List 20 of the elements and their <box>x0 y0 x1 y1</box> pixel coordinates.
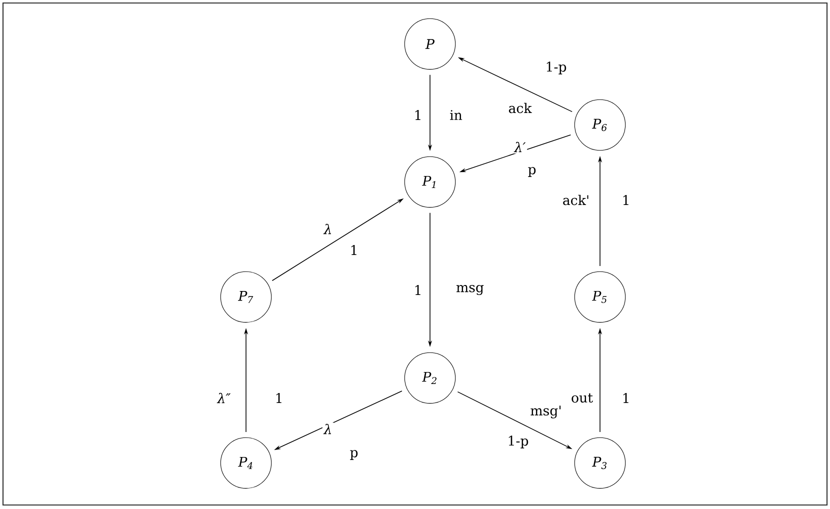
rate-label: 1 <box>348 244 360 256</box>
rate-label: p <box>348 448 360 462</box>
rate-label: 1 <box>620 392 632 404</box>
edge-label: msg' <box>528 404 564 420</box>
edge-label: out <box>570 392 594 404</box>
edge-label: λ′ <box>512 140 528 154</box>
rate-label: 1-p <box>506 434 530 450</box>
rate-label: 1 <box>273 392 285 404</box>
edge-label: msg <box>454 284 486 296</box>
rate-label: 1 <box>412 108 424 122</box>
edge-label: λ <box>322 222 334 236</box>
edge-label: ack <box>506 102 534 114</box>
edge-label: λ″ <box>216 392 232 404</box>
rate-label: 1 <box>412 284 424 296</box>
rate-label: p <box>526 166 538 178</box>
edge-label: λ <box>322 422 334 436</box>
rate-label: 1 <box>620 194 632 206</box>
rate-label: 1-p <box>544 60 568 76</box>
edge-label: ack' <box>561 194 591 206</box>
edge-label: in <box>448 108 464 122</box>
